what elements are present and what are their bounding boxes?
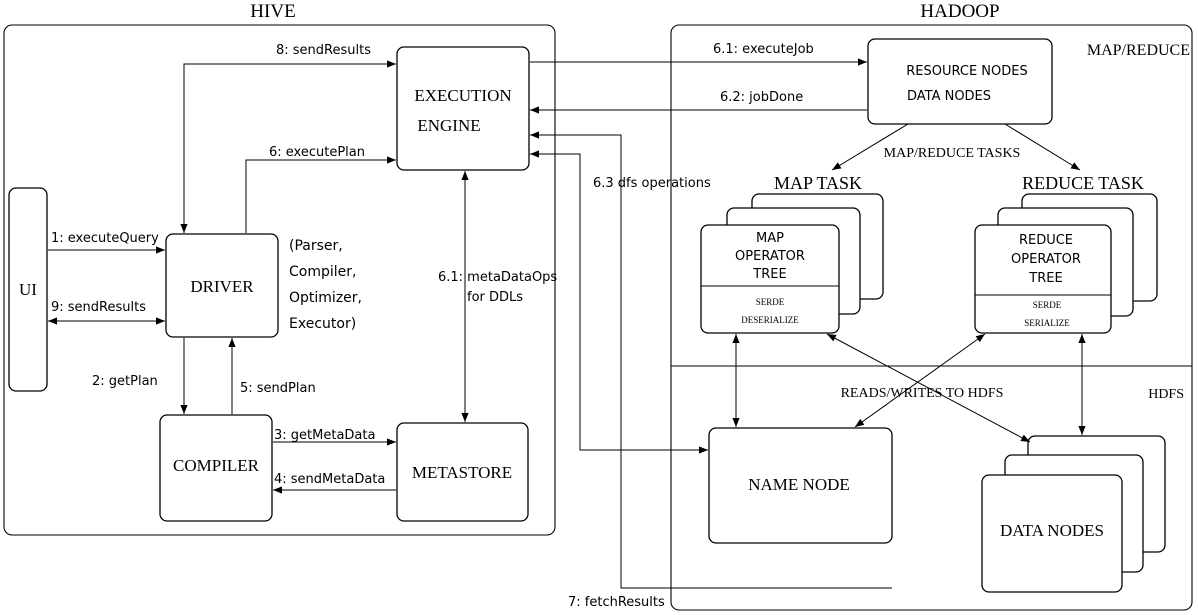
fetch-results-label: 7: fetchResults: [568, 595, 665, 610]
reduce-serde-label: SERIALIZE: [1024, 318, 1070, 328]
get-metadata-label: 3: getMetaData: [274, 428, 375, 443]
execution-engine-label: EXECUTION: [414, 86, 511, 105]
hadoop-section-title: HADOOP: [920, 1, 999, 22]
compiler-label: COMPILER: [173, 456, 260, 475]
map-operator-tree-label: OPERATOR: [735, 249, 805, 264]
driver-note-line: (Parser,: [289, 238, 343, 254]
execute-plan-label: 6: executePlan: [269, 145, 365, 160]
reduce-to-name-node-arrow: [854, 333, 986, 428]
map-task-stack: MAP OPERATOR TREE SERDE DESERIALIZE: [700, 193, 884, 334]
name-node-label: NAME NODE: [748, 475, 850, 494]
data-nodes-label: DATA NODES: [907, 89, 991, 104]
name-node: NAME NODE: [708, 427, 893, 544]
map-reduce-section-label: MAP/REDUCE: [1087, 42, 1190, 59]
metadata-ops-label: 6.1: metaDataOps: [438, 270, 557, 285]
hive-section-title: HIVE: [250, 1, 295, 22]
fetch-results-arrow: [530, 131, 892, 589]
dfs-operations-arrow: [530, 150, 708, 454]
get-plan-label: 2: getPlan: [92, 374, 158, 389]
map-reduce-tasks-label: MAP/REDUCE TASKS: [884, 146, 1021, 161]
execution-engine-label: ENGINE: [417, 116, 480, 135]
data-nodes-stack: DATA NODES: [981, 435, 1166, 593]
job-done-label: 6.2: jobDone: [720, 90, 803, 105]
send-plan-label: 5: sendPlan: [240, 381, 316, 396]
send-results-ui-label: 9: sendResults: [51, 300, 146, 315]
reduce-serde-label: SERDE: [1033, 300, 1062, 310]
map-reduce-task-arrow-reduce: [1004, 123, 1081, 171]
metadata-ops-label: for DDLs: [467, 290, 523, 305]
driver-note-line: Optimizer,: [289, 290, 362, 306]
reduce-task-stack: REDUCE OPERATOR TREE SERDE SERIALIZE: [974, 193, 1158, 334]
reduce-task-title: REDUCE TASK: [1022, 173, 1144, 193]
reduce-operator-tree-label: TREE: [1028, 271, 1062, 286]
map-reduce-task-arrow-map: [831, 123, 909, 171]
driver-note: (Parser, Compiler, Optimizer, Executor): [289, 238, 362, 332]
hdfs-section-label: HDFS: [1148, 387, 1184, 402]
driver-note-line: Executor): [289, 316, 356, 332]
send-results-engine-label: 8: sendResults: [276, 43, 371, 58]
data-nodes-label: DATA NODES: [1000, 521, 1104, 540]
resource-nodes-label: RESOURCE NODES: [906, 64, 1028, 79]
dfs-operations-label: 6.3 dfs operations: [593, 176, 711, 191]
driver-label: DRIVER: [190, 277, 254, 296]
map-operator-tree-label: TREE: [752, 267, 786, 282]
map-task-title: MAP TASK: [774, 173, 862, 193]
ui-label: UI: [19, 280, 37, 299]
reads-writes-hdfs-label: READS/WRITES TO HDFS: [841, 386, 1004, 401]
execute-query-label: 1: executeQuery: [51, 231, 159, 246]
map-operator-tree-label: MAP: [756, 231, 784, 246]
metastore-label: METASTORE: [412, 463, 512, 482]
map-serde-label: SERDE: [756, 297, 785, 307]
execute-plan-arrow: [245, 156, 396, 233]
resource-nodes-node: RESOURCE NODES DATA NODES: [867, 38, 1053, 125]
driver-note-line: Compiler,: [289, 264, 356, 280]
map-serde-label: DESERIALIZE: [741, 315, 799, 325]
metastore-node: METASTORE: [396, 422, 529, 522]
execution-engine-node: EXECUTION ENGINE: [396, 46, 530, 171]
reduce-operator-tree-label: REDUCE: [1019, 233, 1073, 248]
driver-node: DRIVER: [165, 233, 279, 338]
reduce-operator-tree-label: OPERATOR: [1011, 252, 1081, 267]
execute-job-label: 6.1: executeJob: [713, 42, 814, 57]
send-results-engine-arrow: [180, 60, 396, 233]
ui-node: UI: [8, 187, 48, 392]
compiler-node: COMPILER: [159, 414, 273, 522]
send-metadata-label: 4: sendMetaData: [274, 472, 385, 487]
